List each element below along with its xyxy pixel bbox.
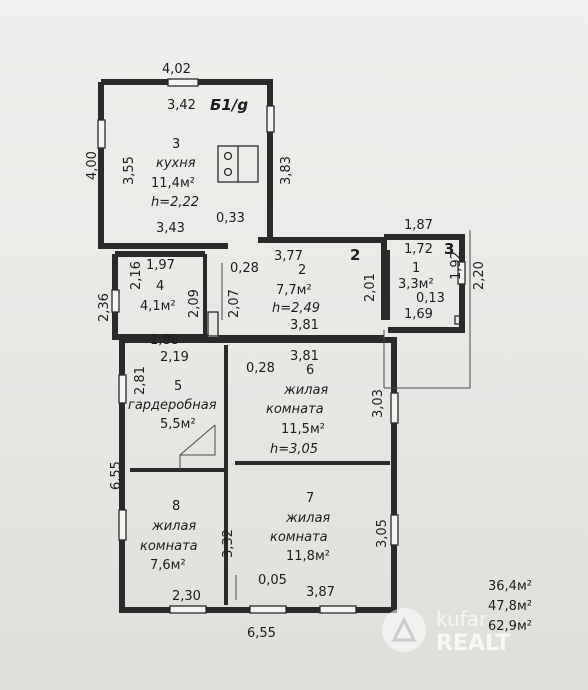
dim-top: 4,02 (162, 62, 191, 77)
room3-dim-right: 3,83 (279, 156, 294, 185)
room6-height: h=3,05 (270, 442, 318, 457)
window (266, 105, 275, 133)
room2-dim-bottom: 3,81 (290, 318, 319, 333)
window (169, 605, 207, 614)
room3-number: 3 (172, 137, 180, 152)
dim-porch-top: 1,87 (404, 218, 433, 233)
dim-left-middle: 2,36 (97, 293, 112, 322)
room5-name: гардеробная (128, 398, 217, 413)
watermark-logo-icon: kufar REALT (382, 607, 510, 656)
room5-number: 5 (174, 379, 182, 394)
watermark: kufar REALT (380, 600, 560, 660)
room2-number: 2 (298, 263, 306, 278)
room8-name1: жилая (151, 519, 196, 534)
room6-number: 6 (306, 363, 314, 378)
room1-dim-top: 1,72 (404, 242, 433, 257)
room2-dim-left: 2,07 (227, 289, 242, 318)
room7-number: 7 (306, 491, 314, 506)
dim-bottom: 6,55 (247, 626, 276, 641)
stair-line (179, 425, 216, 470)
window (118, 374, 127, 404)
room8-dim-right: 3,32 (221, 529, 236, 558)
door-frame (207, 311, 219, 337)
room4-number: 4 (156, 279, 164, 294)
room3-area: 11,4м² (151, 176, 195, 191)
room1-number: 1 (412, 261, 420, 276)
window (457, 261, 466, 285)
room7-area: 11,8м² (286, 549, 330, 564)
room6-dim-top: 3,81 (290, 349, 319, 364)
room8-name2: комната (140, 539, 198, 554)
dim-left-lower: 6,55 (109, 461, 124, 490)
window (97, 119, 106, 149)
room4-dim-right: 2,09 (187, 289, 202, 318)
wall-label: 0,28 (230, 261, 259, 276)
total-area-1: 36,4м² (488, 579, 532, 594)
room8-area: 7,6м² (150, 558, 186, 573)
wall-label: 0,33 (216, 211, 245, 226)
room4-area: 4,1м² (140, 299, 176, 314)
room6-dim-right: 3,03 (371, 389, 386, 418)
section-mark: 2 (350, 246, 360, 264)
window (249, 605, 287, 614)
total-area-2: 47,8м² (488, 599, 532, 614)
room6-area: 11,5м² (281, 422, 325, 437)
wall-label: 0,28 (246, 361, 275, 376)
room2-height: h=2,49 (272, 301, 320, 316)
room1-dim-right: 1,92 (449, 251, 464, 280)
porch-marker (454, 315, 464, 325)
window (390, 392, 399, 424)
room6-name2: комната (266, 402, 324, 417)
room4-dim-top: 1,97 (146, 258, 175, 273)
room2-dim-right: 2,01 (363, 273, 378, 302)
room5-dim-left: 2,81 (133, 366, 148, 395)
section-mark: 3 (444, 240, 454, 258)
window (111, 289, 120, 313)
room3-dim-bottom: 3,43 (156, 221, 185, 236)
room7-name1: жилая (285, 511, 330, 526)
room5-dim-top: 2,19 (160, 350, 189, 365)
room1-dim-bottom: 1,69 (404, 307, 433, 322)
room8-dim-bottom: 2,30 (172, 589, 201, 604)
room2-dim-top: 3,77 (274, 249, 303, 264)
room8-number: 8 (172, 499, 180, 514)
watermark-text-1: kufar (436, 607, 488, 631)
dim-porch-right: 2,20 (472, 261, 487, 290)
window (167, 78, 199, 87)
room7-dim-right: 3,05 (375, 519, 390, 548)
room3-dim-left: 3,55 (122, 156, 137, 185)
window (319, 605, 357, 614)
wall-label: 0,13 (416, 291, 445, 306)
plan-code: Б1/g (210, 96, 248, 114)
room7-name2: комната (270, 530, 328, 545)
room3-height: h=2,22 (151, 195, 199, 210)
room3-name: кухня (156, 156, 196, 171)
stair-line (179, 424, 216, 456)
room2-area: 7,7м² (276, 283, 312, 298)
room3-dim-top: 3,42 (167, 98, 196, 113)
total-area-3: 62,9м² (488, 619, 532, 634)
room4-dim-left: 2,16 (129, 261, 144, 290)
window (118, 509, 127, 541)
room4-dim-bottom: 1,88 (150, 333, 179, 348)
room7-dim-bottom: 3,87 (306, 585, 335, 600)
watermark-text-2: REALT (436, 631, 510, 656)
stove-icon (217, 145, 259, 183)
room6-name1: жилая (283, 383, 328, 398)
dim-left-upper: 4,00 (85, 151, 100, 180)
wall-label: 0,05 (258, 573, 287, 588)
room1-area: 3,3м² (398, 277, 434, 292)
window (390, 514, 399, 546)
room5-area: 5,5м² (160, 417, 196, 432)
